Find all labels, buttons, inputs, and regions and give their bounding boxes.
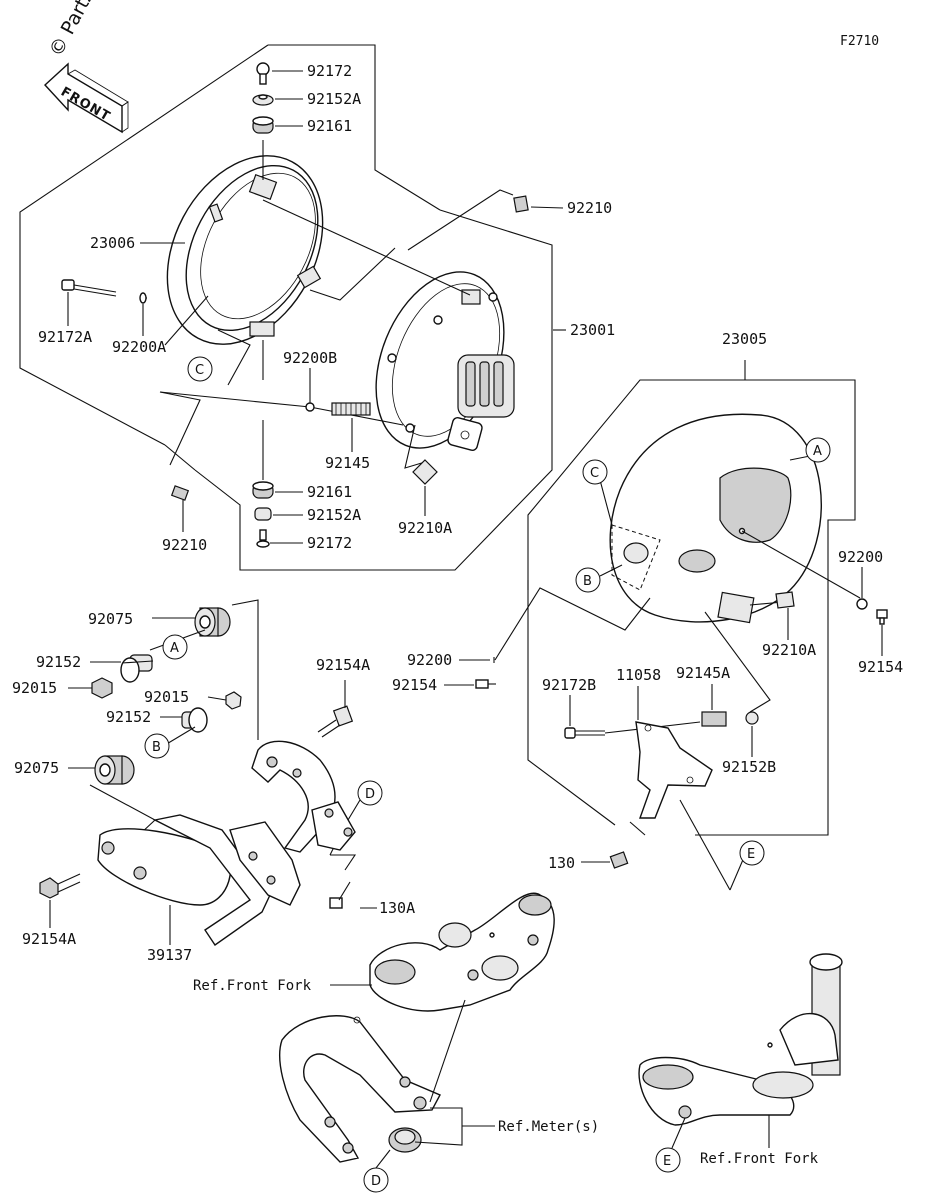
- housing-hardware: [475, 591, 888, 869]
- label-92154-right: 92154: [858, 658, 903, 676]
- headlamp-hardware: [61, 62, 529, 548]
- label-92015-1: 92015: [12, 679, 57, 697]
- label-92161-bot: 92161: [307, 483, 352, 501]
- meter-leader-lines: [375, 999, 495, 1169]
- callout-e-right-label: E: [747, 847, 755, 862]
- label-92145: 92145: [325, 454, 370, 472]
- callout-e-bot: E: [655, 1147, 681, 1173]
- upper-triple-clamp: [369, 892, 555, 1012]
- label-92152-1: 92152: [36, 653, 81, 671]
- callout-b-right-label: B: [583, 574, 592, 589]
- callout-c-right: C: [582, 459, 608, 485]
- label-ref-meters: Ref.Meter(s): [498, 1119, 599, 1135]
- callout-a-left: A: [162, 634, 188, 660]
- label-92145a: 92145A: [676, 664, 730, 682]
- callout-b-left-label: B: [152, 740, 161, 755]
- callout-e-bot-label: E: [663, 1154, 671, 1169]
- headlamp-bracket: [97, 740, 356, 946]
- label-92152-2: 92152: [106, 708, 151, 726]
- callout-a-left-label: A: [170, 641, 179, 656]
- label-92200-mid: 92200: [407, 651, 452, 669]
- label-92075-bot: 92075: [14, 759, 59, 777]
- headlamp-rim: [166, 155, 324, 345]
- steering-stem: [638, 953, 843, 1126]
- bracket-hardware: [39, 607, 354, 909]
- label-92200b: 92200B: [283, 349, 337, 367]
- label-92172b: 92172B: [542, 676, 596, 694]
- label-92015-2: 92015: [144, 688, 189, 706]
- label-ref-front-fork-2: Ref.Front Fork: [700, 1151, 819, 1167]
- label-130: 130: [548, 854, 575, 872]
- label-92210-top: 92210: [567, 199, 612, 217]
- label-92172-top: 92172: [307, 62, 352, 80]
- callout-e-right: E: [739, 840, 765, 866]
- label-92154a-bot: 92154A: [22, 930, 76, 948]
- label-23006: 23006: [90, 234, 135, 252]
- label-92154a-top: 92154A: [316, 656, 370, 674]
- callout-b-right: B: [575, 567, 601, 593]
- headlight-housing: [609, 413, 822, 624]
- label-ref-front-fork-1: Ref.Front Fork: [193, 978, 312, 994]
- headlamp-unit: [375, 271, 515, 451]
- label-92210a-left: 92210A: [398, 519, 452, 537]
- callout-d-bot-label: D: [371, 1174, 381, 1189]
- label-92200-right: 92200: [838, 548, 883, 566]
- watermark: © Partzilla.com: [45, 0, 133, 60]
- housing-outline: [527, 360, 856, 836]
- callout-d-mid-label: D: [365, 787, 375, 802]
- callout-d-bot: D: [363, 1167, 389, 1193]
- label-23001: 23001: [570, 321, 615, 339]
- front-arrow-icon: FRONT: [44, 62, 129, 134]
- label-11058: 11058: [616, 666, 661, 684]
- callout-a-right: A: [805, 437, 831, 463]
- headlamp-assembly-outline: [19, 44, 553, 571]
- callout-b-left: B: [144, 733, 170, 759]
- part-labels: 92172 92152A 92161 92210 23006 92172A 92…: [12, 62, 903, 1167]
- label-23005: 23005: [722, 330, 767, 348]
- label-92152a-top: 92152A: [307, 90, 361, 108]
- callout-c-left: C: [187, 356, 213, 382]
- label-92172a: 92172A: [38, 328, 92, 346]
- diagram-code: F2710: [840, 34, 879, 49]
- callout-d-mid: D: [357, 780, 383, 806]
- label-92200a: 92200A: [112, 338, 166, 356]
- label-39137: 39137: [147, 946, 192, 964]
- callout-a-right-label: A: [813, 444, 822, 459]
- housing-leader-lines: [494, 454, 861, 891]
- callout-c-left-label: C: [195, 363, 204, 378]
- label-92172-bot: 92172: [307, 534, 352, 552]
- label-92210-bot: 92210: [162, 536, 207, 554]
- label-92152a-bot: 92152A: [307, 506, 361, 524]
- label-92075-top: 92075: [88, 610, 133, 628]
- callout-c-right-label: C: [590, 466, 599, 481]
- stem-leader-lines: [671, 1115, 770, 1149]
- label-92154-mid: 92154: [392, 676, 437, 694]
- headlamp-leader-lines: [140, 140, 514, 480]
- label-92210a-right: 92210A: [762, 641, 816, 659]
- label-92161-top: 92161: [307, 117, 352, 135]
- label-92152b: 92152B: [722, 758, 776, 776]
- label-130a: 130A: [379, 899, 415, 917]
- meter-bracket: [279, 1015, 441, 1163]
